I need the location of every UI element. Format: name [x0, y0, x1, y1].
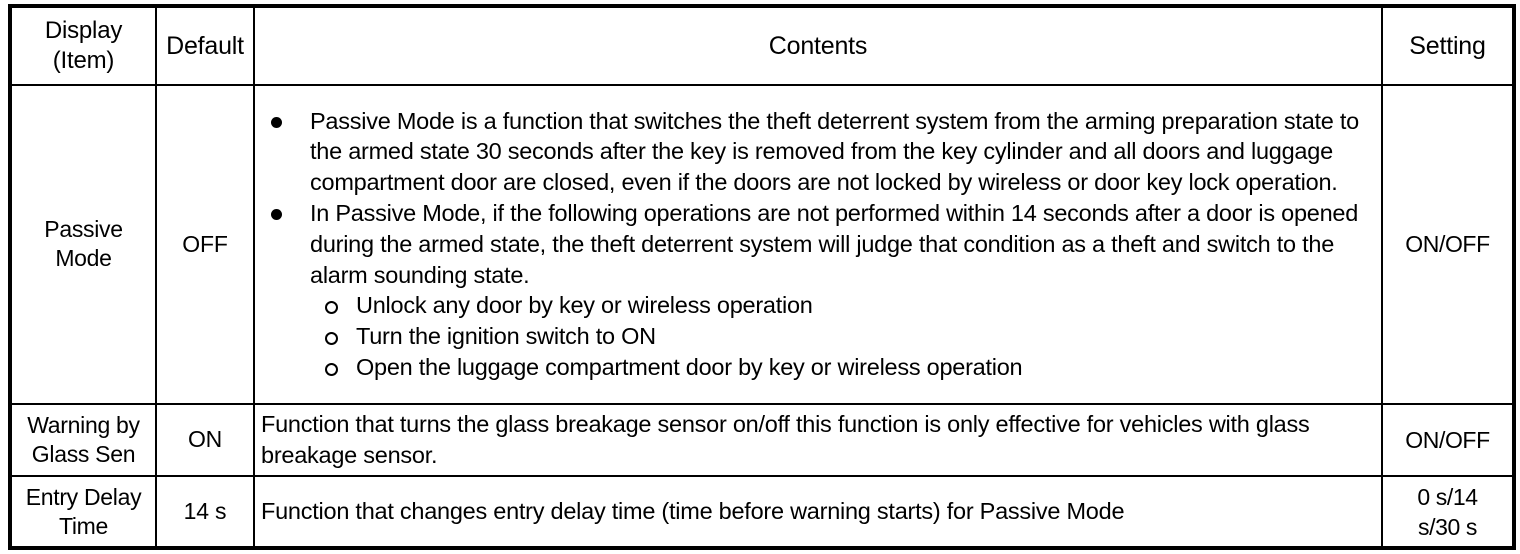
display-item-line2: Mode — [55, 245, 112, 272]
sub-bullet-text: Unlock any door by key or wireless opera… — [356, 292, 813, 319]
display-item-line2: Glass Sen — [31, 440, 136, 467]
settings-specification-table: Display (Item) Default Contents Setting … — [8, 4, 1516, 550]
table-header: Display (Item) Default Contents Setting — [9, 5, 1515, 86]
column-header-default: Default — [155, 5, 255, 86]
cell-contents: Function that turns the glass breakage s… — [253, 402, 1383, 478]
display-item-line1: Warning by — [27, 411, 140, 438]
cell-contents: Passive Mode is a function that switches… — [253, 84, 1383, 405]
sub-bullet-text: Open the luggage compartment door by key… — [356, 354, 1023, 381]
sub-bullet-list-item: Open the luggage compartment door by key… — [323, 352, 1381, 383]
filled-circle-bullet-icon — [271, 209, 282, 221]
hollow-circle-bullet-icon — [325, 363, 338, 377]
bullet-text: Passive Mode is a function that switches… — [310, 107, 1359, 196]
bullet-text: In Passive Mode, if the following operat… — [310, 200, 1359, 288]
sub-bullet-list-item: Unlock any door by key or wireless opera… — [323, 290, 1381, 321]
sub-bullet-list: Unlock any door by key or wireless opera… — [255, 290, 1381, 382]
setting-value-line1: 0 s/14 — [1417, 483, 1478, 510]
cell-display-item: Warning by Glass Sen — [9, 402, 157, 478]
column-header-contents: Contents — [253, 5, 1383, 86]
column-header-display: Display (Item) — [9, 5, 157, 86]
cell-default-value: OFF — [155, 84, 255, 405]
cell-contents: Function that changes entry delay time (… — [253, 475, 1383, 549]
sub-bullet-text: Turn the ignition switch to ON — [356, 323, 656, 350]
display-item-line1: Passive — [44, 216, 123, 243]
column-header-setting: Setting — [1381, 5, 1515, 86]
cell-display-item: Entry Delay Time — [9, 475, 157, 549]
table-header-row: Display (Item) Default Contents Setting — [9, 5, 1515, 86]
setting-value-line2: s/30 s — [1418, 513, 1477, 540]
cell-setting-value: ON/OFF — [1381, 402, 1515, 478]
display-item-line1: Entry Delay — [25, 483, 142, 510]
display-item-line2: Time — [58, 512, 109, 539]
hollow-circle-bullet-icon — [325, 332, 338, 346]
cell-display-item: Passive Mode — [9, 84, 157, 405]
setting-value-line1: ON/OFF — [1405, 426, 1490, 453]
bullet-list: Passive Mode is a function that switches… — [255, 106, 1381, 291]
table-row: Passive Mode OFF Passive Mode is a funct… — [9, 84, 1515, 405]
column-header-display-line1: Display — [44, 17, 123, 44]
filled-circle-bullet-icon — [271, 116, 282, 128]
bullet-list-item: Passive Mode is a function that switches… — [267, 106, 1381, 198]
sub-bullet-list-item: Turn the ignition switch to ON — [323, 321, 1381, 352]
cell-setting-value: ON/OFF — [1381, 84, 1515, 405]
table-body: Passive Mode OFF Passive Mode is a funct… — [9, 84, 1515, 549]
hollow-circle-bullet-icon — [325, 301, 338, 315]
table-row: Entry Delay Time 14 s Function that chan… — [9, 475, 1515, 549]
table-row: Warning by Glass Sen ON Function that tu… — [9, 402, 1515, 478]
column-header-display-line2: (Item) — [52, 47, 115, 74]
cell-default-value: 14 s — [155, 475, 255, 549]
setting-value-line1: ON/OFF — [1405, 231, 1490, 258]
cell-setting-value: 0 s/14 s/30 s — [1381, 475, 1515, 549]
cell-default-value: ON — [155, 402, 255, 478]
bullet-list-item: In Passive Mode, if the following operat… — [267, 198, 1381, 290]
